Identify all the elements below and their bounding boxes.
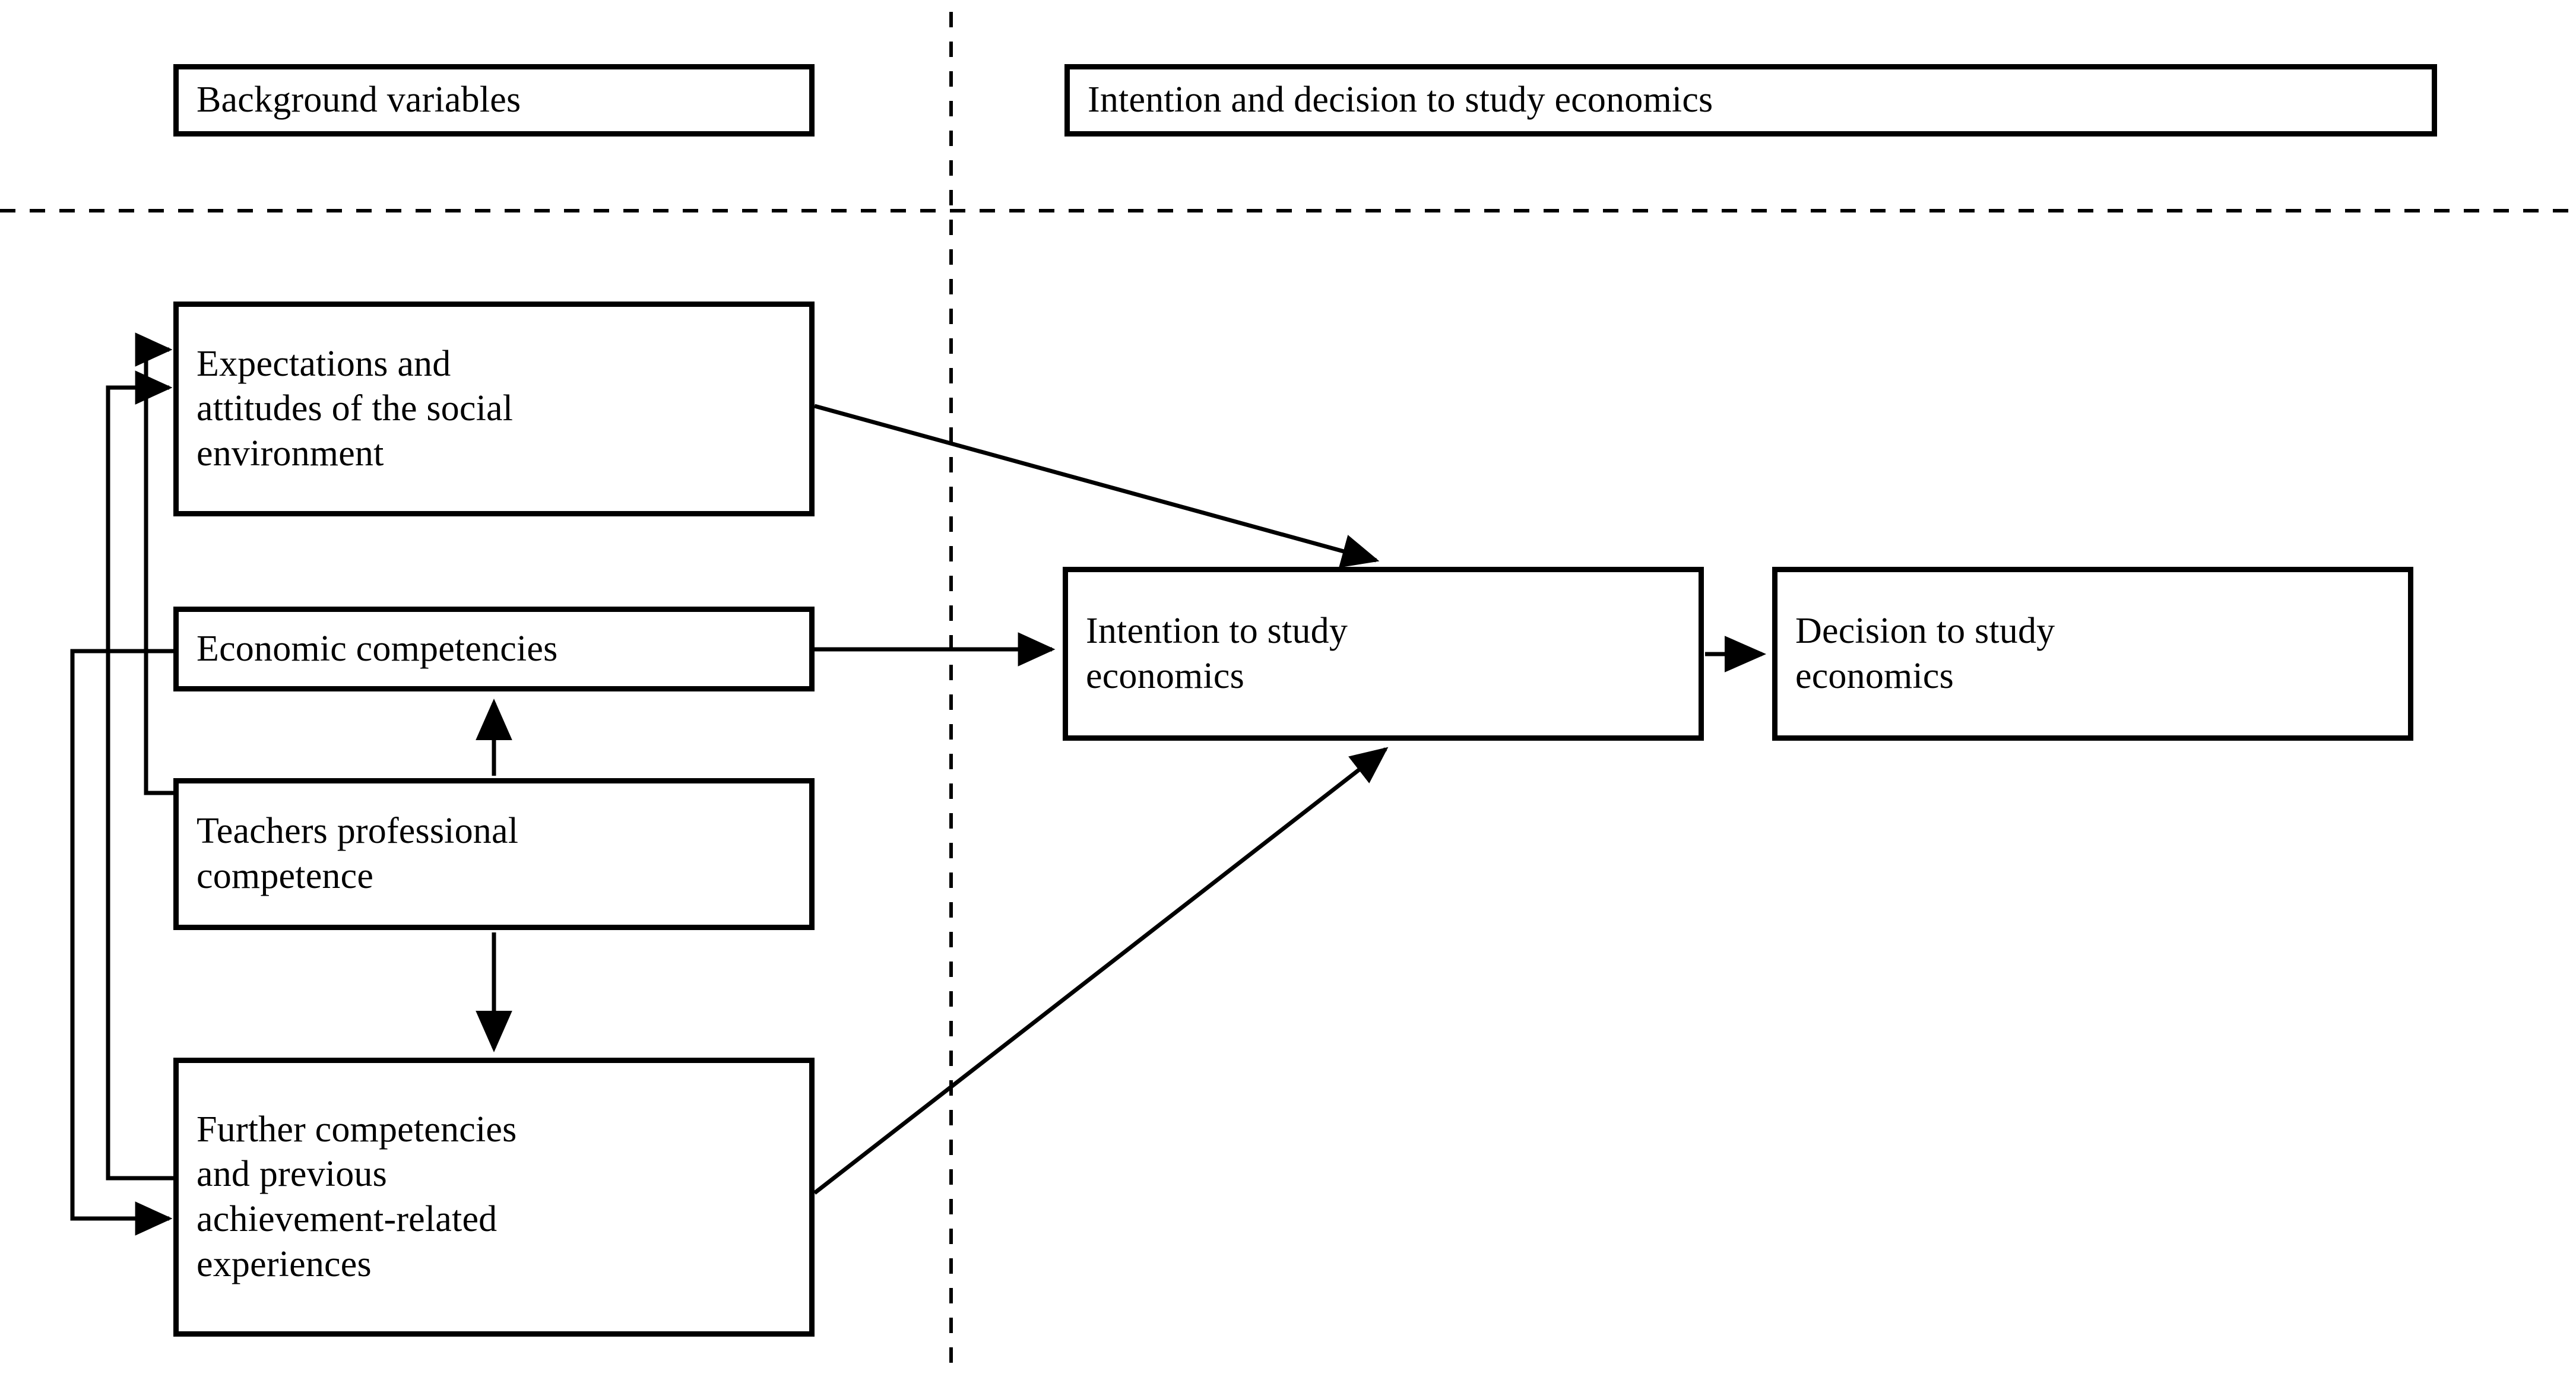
node-further-competencies: Further competencies and previous achiev… <box>173 1058 815 1337</box>
edge-expectations-to-intention <box>814 404 1380 568</box>
node-further-competencies-label: Further competencies and previous achiev… <box>197 1109 517 1284</box>
section-header-background-variables-label: Background variables <box>197 80 521 120</box>
node-economic-competencies-label: Economic competencies <box>197 628 558 669</box>
edge-further-to-intention <box>813 747 1389 1195</box>
node-expectations-and-attitudes: Expectations and attitudes of the social… <box>173 302 815 516</box>
edge-teachers-to-expectations <box>135 332 173 795</box>
edge-economic-to-further <box>70 649 173 1236</box>
node-teachers-professional-competence-label: Teachers professional competence <box>197 811 519 896</box>
node-decision-to-study-economics: Decision to study economics <box>1772 567 2413 741</box>
edge-further-to-expectations <box>106 370 173 1181</box>
section-header-intention-decision: Intention and decision to study economic… <box>1064 64 2437 137</box>
node-intention-to-study-economics: Intention to study economics <box>1063 567 1704 741</box>
node-decision-to-study-economics-label: Decision to study economics <box>1795 610 2055 696</box>
node-intention-to-study-economics-label: Intention to study economics <box>1086 610 1348 696</box>
section-header-background-variables: Background variables <box>173 64 815 137</box>
section-header-intention-decision-label: Intention and decision to study economic… <box>1088 80 1713 120</box>
node-teachers-professional-competence: Teachers professional competence <box>173 778 815 930</box>
node-economic-competencies: Economic competencies <box>173 607 815 691</box>
node-expectations-and-attitudes-label: Expectations and attitudes of the social… <box>197 343 514 474</box>
